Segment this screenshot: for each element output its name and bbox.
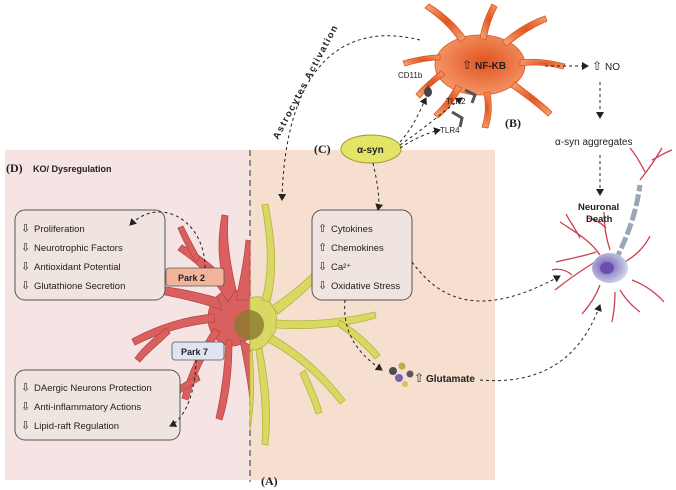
neuronal-death-label-1: Neuronal <box>578 202 619 213</box>
cytokine-effects-list: ⇧ Cytokines ⇧ Chemokines ⇩ Ca²⁺ ⇩ Oxidative Str… <box>318 223 400 292</box>
park7-item-2: Lipid-raft Regulation <box>34 421 119 432</box>
no-label: NO <box>605 62 620 73</box>
panel-c-label: (C) <box>314 142 331 156</box>
asyn-label: α-syn <box>357 145 384 156</box>
ko-dysregulation-title: KO/ Dysregulation <box>33 164 112 174</box>
park2-arrow-3: ⇩ <box>21 280 30 292</box>
park2-arrow-0: ⇩ <box>21 223 30 235</box>
park2-label: Park 2 <box>178 273 205 283</box>
glutamate-label: Glutamate <box>426 374 475 385</box>
glutamate-up-arrow: ⇧ <box>414 371 424 385</box>
park2-item-0: Proliferation <box>34 224 85 235</box>
cytokine-item-2: Ca²⁺ <box>331 262 351 273</box>
park2-item-3: Glutathione Secretion <box>34 281 125 292</box>
asyn-ellipse <box>340 134 402 164</box>
park7-arrow-2: ⇩ <box>21 420 30 432</box>
tlr4-label: TLR4 <box>440 126 460 135</box>
panel-b-label: (B) <box>505 116 521 130</box>
panel-d-label: (D) <box>6 161 23 175</box>
park7-arrow-0: ⇩ <box>21 382 30 394</box>
park7-item-1: Anti-inflammatory Actions <box>34 402 141 413</box>
park7-tag <box>171 341 225 361</box>
park7-label: Park 7 <box>181 347 208 357</box>
park7-effects-list: ⇩ DAergic Neurons Protection ⇩ Anti-inflamm… <box>21 382 152 432</box>
park2-effects-list: ⇩ Proliferation ⇩ Neurotrophic Factors ⇩ Anti… <box>21 223 125 292</box>
astrocyte-nucleus <box>234 310 264 340</box>
glutamate-vesicles <box>389 362 414 387</box>
astrocytes-activation-label: Astrocytes Activation <box>271 22 341 141</box>
park2-item-1: Neurotrophic Factors <box>34 243 123 254</box>
tlr2-receptor <box>464 88 477 104</box>
park2-arrow-2: ⇩ <box>21 261 30 273</box>
park7-item-0: DAergic Neurons Protection <box>34 383 152 394</box>
nfkb-up-arrow: ⇧ <box>462 58 472 72</box>
microglia-cell <box>402 3 566 129</box>
tlr4-receptor <box>451 110 464 128</box>
park2-effects-box <box>14 209 166 301</box>
cytokine-effects-box <box>311 209 413 301</box>
neuron-cell <box>551 147 673 323</box>
park2-arrow-1: ⇩ <box>21 242 30 254</box>
cytokine-item-0: Cytokines <box>331 224 373 235</box>
asyn-aggregates-label: α-syn aggregates <box>555 137 633 148</box>
cd11b-label: CD11b <box>398 71 423 80</box>
cytokine-item-1: Chemokines <box>331 243 384 254</box>
cytokine-arrow-1: ⇧ <box>318 242 327 254</box>
cd11b-receptor <box>424 85 432 97</box>
dashed-arrows <box>129 35 604 427</box>
nfkb-label: NF-KB <box>475 61 506 72</box>
cytokine-arrow-0: ⇧ <box>318 223 327 235</box>
cytokine-arrow-2: ⇩ <box>318 261 327 273</box>
cytokine-arrow-3: ⇩ <box>318 280 327 292</box>
no-up-arrow: ⇧ <box>592 59 602 73</box>
tlr2-label: TLR2 <box>446 97 466 106</box>
park2-item-2: Antioxidant Potential <box>34 262 121 273</box>
cytokine-item-3: Oxidative Stress <box>331 281 400 292</box>
park7-arrow-1: ⇩ <box>21 401 30 413</box>
park2-tag <box>165 267 225 287</box>
neuronal-death-label-2: Death <box>586 214 613 225</box>
park7-effects-box <box>14 369 181 441</box>
panel-a-label: (A) <box>261 474 278 488</box>
